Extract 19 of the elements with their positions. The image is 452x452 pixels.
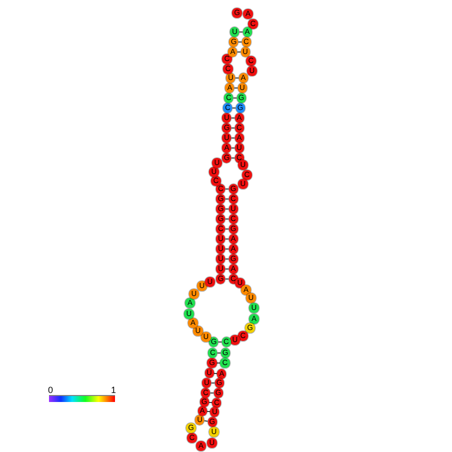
base-pair-line bbox=[210, 382, 216, 384]
base-pair-line bbox=[208, 402, 213, 404]
base-pair-line bbox=[210, 392, 214, 394]
base-pair-line bbox=[224, 198, 230, 200]
base-pair-line bbox=[224, 218, 230, 220]
base-pair-line bbox=[204, 420, 208, 422]
scale-tick-label: 1 bbox=[111, 385, 116, 395]
base-pair-line bbox=[206, 410, 211, 412]
base-pair-line bbox=[216, 352, 222, 354]
base-pair-line bbox=[224, 188, 230, 190]
base-pair-line bbox=[224, 258, 230, 260]
base-pair-line bbox=[224, 208, 230, 210]
scale-tick-label: 0 bbox=[48, 385, 54, 395]
base-pair-line bbox=[224, 228, 230, 230]
base-pair-line bbox=[224, 248, 230, 250]
base-pair-line bbox=[224, 238, 230, 240]
base-pair-line bbox=[213, 372, 218, 374]
base-pair-line bbox=[224, 278, 230, 280]
base-pair-line bbox=[224, 268, 230, 270]
